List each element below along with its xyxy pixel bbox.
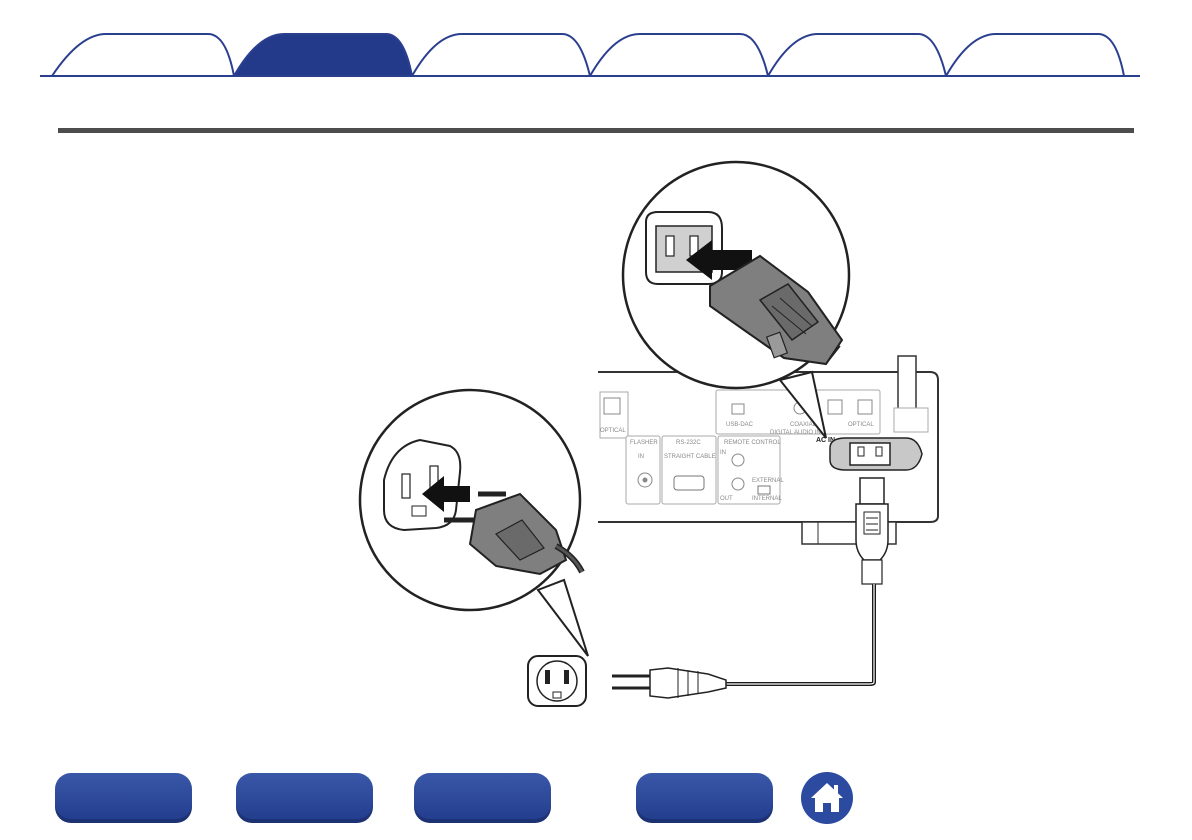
internal-label: INTERNAL (752, 496, 782, 502)
coaxial-label: COAXIAL (790, 422, 817, 428)
external-label: EXTERNAL (752, 478, 784, 484)
power-cord (726, 584, 874, 684)
callout-wall-outlet (360, 390, 588, 656)
footer-button-4[interactable] (636, 773, 773, 823)
player-label: FLASHER (630, 440, 658, 446)
wall-outlet (528, 656, 586, 706)
wall-plug (612, 668, 726, 698)
digital-audio-in-label: DIGITAL AUDIO IN (770, 430, 821, 436)
rs232c-label: RS-232C (676, 440, 701, 446)
home-button[interactable] (801, 772, 853, 824)
power-connection-diagram: OPTICAL FLASHER IN RS-232C STRAIGHT CABL… (0, 0, 1192, 760)
straight-cable-label: STRAIGHT CABLE (664, 454, 716, 460)
footer-button-1[interactable] (55, 773, 192, 823)
remote-control-label: REMOTE CONTROL (724, 440, 781, 446)
player-in-label: IN (638, 454, 644, 460)
home-icon (801, 772, 853, 824)
optical-label: OPTICAL (848, 422, 874, 428)
footer-button-2[interactable] (236, 773, 373, 823)
remote-out-label: OUT (720, 496, 733, 502)
usb-dac-label: USB-DAC (726, 422, 754, 428)
footer-button-3[interactable] (414, 773, 551, 823)
ac-cord-connector (856, 478, 888, 584)
optical-left-label: OPTICAL (600, 428, 626, 434)
remote-in-label: IN (720, 450, 726, 456)
